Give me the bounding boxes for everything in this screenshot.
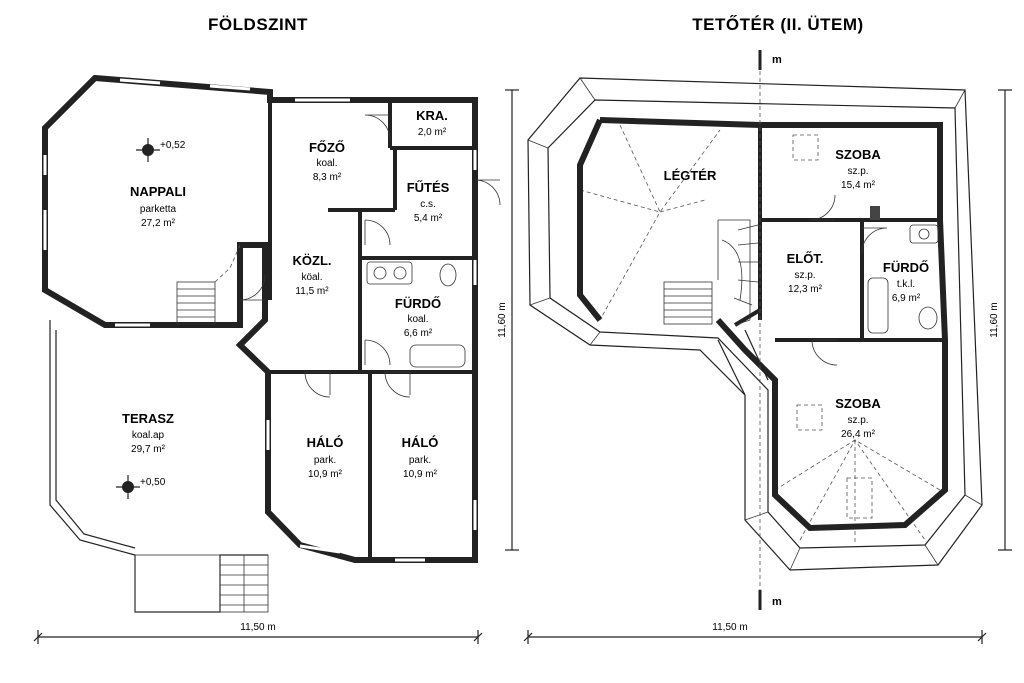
svg-text:26,4 m²: 26,4 m² — [841, 429, 876, 440]
room-label-elot: ELŐT. sz.p. 12,3 m² — [787, 251, 824, 295]
svg-text:11,5 m²: 11,5 m² — [295, 286, 329, 297]
svg-text:park.: park. — [409, 455, 431, 466]
attic-outer-wall — [599, 117, 948, 532]
svg-text:FÜRDŐ: FÜRDŐ — [395, 296, 441, 311]
attic-plan: m m LÉGTÉR SZOBA sz.p. 15,4 m² ELŐT. sz.… — [523, 50, 1012, 644]
svg-text:8,3 m²: 8,3 m² — [313, 172, 342, 183]
svg-text:köal.: köal. — [301, 272, 322, 283]
room-label-kozl: KÖZL. köal. 11,5 m² — [293, 253, 332, 297]
section-mark-bottom: m — [772, 596, 782, 608]
svg-text:koal.: koal. — [407, 314, 428, 325]
svg-text:sz.p.: sz.p. — [794, 270, 815, 281]
svg-text:NAPPALI: NAPPALI — [130, 184, 186, 199]
svg-text:koal.: koal. — [316, 158, 337, 169]
ground-bath-fixtures — [366, 261, 466, 368]
svg-text:KRA.: KRA. — [416, 108, 448, 123]
svg-text:FŰTÉS: FŰTÉS — [407, 180, 450, 195]
ground-stairs — [176, 244, 241, 325]
svg-text:t.k.l.: t.k.l. — [897, 279, 915, 290]
svg-text:koal.ap: koal.ap — [132, 430, 165, 441]
legter-ridges — [579, 124, 721, 321]
room-label-terasz: TERASZ koal.ap 29,7 m² — [122, 411, 174, 455]
room-label-futes: FŰTÉS c.s. 5,4 m² — [407, 180, 450, 224]
svg-text:27,2 m²: 27,2 m² — [141, 218, 176, 229]
room-label-nappali: NAPPALI parketta 27,2 m² — [130, 184, 186, 229]
room-label-szoba-2: SZOBA sz.p. 26,4 m² — [835, 396, 881, 440]
svg-text:SZOBA: SZOBA — [835, 396, 881, 411]
svg-text:15,4 m²: 15,4 m² — [841, 180, 876, 191]
svg-text:parketta: parketta — [140, 204, 177, 215]
skylight-2 — [796, 404, 823, 431]
ground-floor-plan: +0,52 +0,50 NAPPALI parketta 27,2 m² FŐZ… — [33, 74, 519, 644]
room-label-halo-1: HÁLÓ park. 10,9 m² — [307, 435, 344, 480]
attic-stairs — [663, 219, 759, 326]
ground-floor-title: FÖLDSZINT — [208, 15, 308, 34]
ground-inner-walls — [268, 100, 475, 560]
ground-width-label: 11,50 m — [240, 622, 275, 633]
level-marker-2 — [116, 475, 140, 499]
svg-text:HÁLÓ: HÁLÓ — [402, 435, 439, 450]
svg-text:2,0 m²: 2,0 m² — [418, 127, 447, 138]
room-label-szoba-1: SZOBA sz.p. 15,4 m² — [835, 147, 881, 191]
room-label-kra: KRA. 2,0 m² — [416, 108, 448, 138]
roof-outline-inner — [547, 99, 966, 549]
room-label-halo-2: HÁLÓ park. 10,9 m² — [402, 435, 439, 480]
svg-text:SZOBA: SZOBA — [835, 147, 881, 162]
svg-text:FÜRDŐ: FÜRDŐ — [883, 260, 929, 275]
svg-text:KÖZL.: KÖZL. — [293, 253, 332, 268]
svg-text:6,6 m²: 6,6 m² — [404, 328, 433, 339]
svg-text:10,9 m²: 10,9 m² — [403, 469, 438, 480]
svg-text:5,4 m²: 5,4 m² — [414, 213, 443, 224]
svg-text:c.s.: c.s. — [420, 199, 436, 210]
roof-hip-lines — [527, 77, 983, 571]
attic-height-dimension — [998, 89, 1012, 551]
attic-doors — [809, 194, 888, 366]
skylight-3 — [846, 477, 873, 519]
skylight-1 — [792, 134, 819, 161]
svg-text:FŐZŐ: FŐZŐ — [309, 140, 345, 155]
svg-text:6,9 m²: 6,9 m² — [892, 293, 921, 304]
ground-width-dimension — [33, 630, 483, 644]
svg-text:10,9 m²: 10,9 m² — [308, 469, 343, 480]
attic-title: TETŐTÉR (II. ÜTEM) — [692, 15, 863, 34]
stair-landing — [717, 329, 769, 396]
room-label-legter: LÉGTÉR — [664, 168, 717, 183]
svg-text:HÁLÓ: HÁLÓ — [307, 435, 344, 450]
svg-text:sz.p.: sz.p. — [847, 415, 868, 426]
svg-text:sz.p.: sz.p. — [847, 166, 868, 177]
attic-width-dimension — [523, 630, 987, 644]
ground-height-dimension — [505, 89, 519, 551]
room-label-furdo: FÜRDŐ koal. 6,6 m² — [395, 296, 441, 339]
section-mark-top: m — [772, 54, 782, 66]
attic-height-label: 11,60 m — [989, 302, 1000, 337]
roof-outline-outer — [527, 77, 983, 571]
svg-text:park.: park. — [314, 455, 336, 466]
attic-width-label: 11,50 m — [712, 622, 747, 633]
chimney — [870, 206, 880, 220]
terrace-stairs — [219, 554, 269, 613]
level-marker-1 — [136, 138, 160, 162]
ground-height-label: 11,60 m — [497, 302, 508, 337]
attic-bath-fixtures — [867, 224, 939, 334]
ground-doors — [239, 114, 501, 398]
room-label-furdo-attic: FÜRDŐ t.k.l. 6,9 m² — [883, 260, 929, 304]
terrace-outline — [49, 320, 268, 613]
svg-text:29,7 m²: 29,7 m² — [131, 444, 166, 455]
svg-text:12,3 m²: 12,3 m² — [788, 284, 823, 295]
level-label-2: +0,50 — [140, 477, 166, 488]
svg-text:LÉGTÉR: LÉGTÉR — [664, 168, 717, 183]
room-label-fozo: FŐZŐ koal. 8,3 m² — [309, 140, 345, 183]
svg-text:ELŐT.: ELŐT. — [787, 251, 824, 266]
ground-outer-wall — [42, 74, 478, 563]
level-label-1: +0,52 — [160, 140, 186, 151]
svg-text:TERASZ: TERASZ — [122, 411, 174, 426]
